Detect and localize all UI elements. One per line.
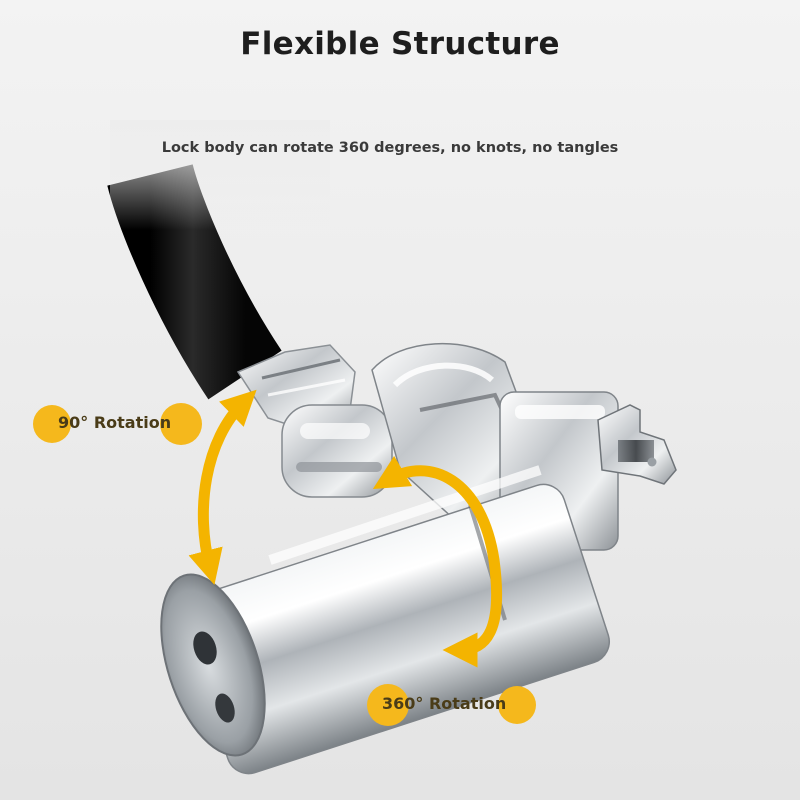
swivel-joint xyxy=(281,404,393,498)
page-subtitle: Lock body can rotate 360 degrees, no kno… xyxy=(161,140,619,156)
arrow-90-rotation xyxy=(188,389,257,586)
cable-fade xyxy=(110,120,330,230)
badge-90-dot-left xyxy=(33,405,71,443)
badge-360-dot-left xyxy=(367,684,409,726)
cylinder-face xyxy=(160,573,266,757)
badge-90-dot-right xyxy=(160,403,202,445)
arrow-360-rotation xyxy=(372,455,503,668)
badge-360-dot-right xyxy=(498,686,536,724)
rotation-90-label: 90° Rotation xyxy=(58,413,172,432)
page-title: Flexible Structure xyxy=(240,26,560,62)
rotation-360-label: 360° Rotation xyxy=(382,694,507,713)
